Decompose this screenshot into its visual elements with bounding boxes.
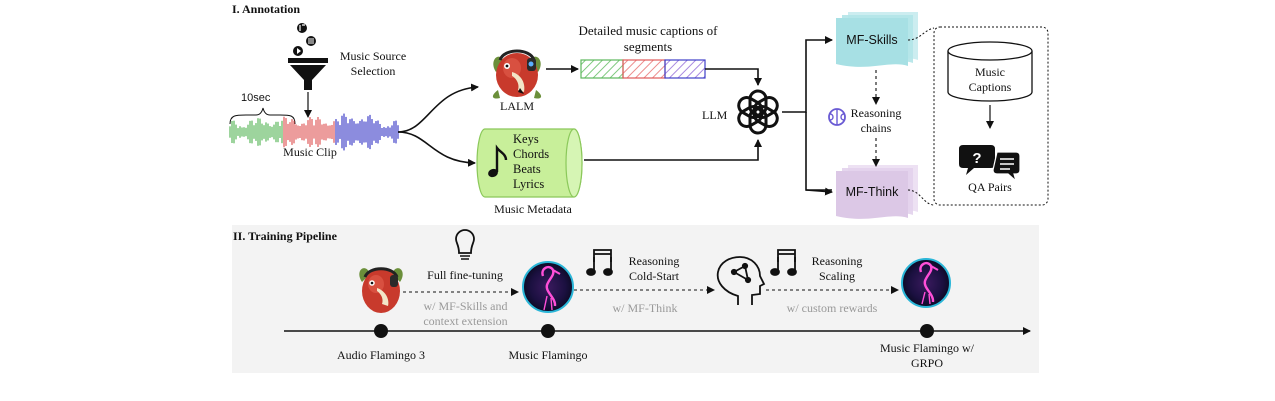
caption-segment-green [580,59,624,79]
db-label-line2: Captions [968,80,1012,94]
metadata-item-keys: Keys [513,132,539,146]
lightbulb-icon [455,229,475,260]
metadata-item-beats: Beats [513,162,541,176]
music-note-icon [488,144,508,178]
music-source-icons [293,23,316,56]
mf-skills-stack [836,12,918,67]
duration-brace [229,107,296,125]
milestone-dot-2 [541,324,555,338]
stage1-sub-line1: w/ MF-Skills and [423,299,508,313]
metadata-cylinder [476,128,583,198]
section-annotation-title: I. Annotation [232,2,301,16]
clip-duration-label: 10sec [241,92,271,104]
mf-think-label: MF-Think [845,185,899,199]
stage2-title-line1: Reasoning [628,254,680,268]
music-notes-icon-2 [770,249,797,276]
qa-pairs-label: QA Pairs [968,180,1012,194]
metadata-item-lyrics: Lyrics [513,177,545,191]
ai-head-icon [716,256,766,305]
stage2-sub: w/ MF-Think [612,301,678,315]
music-notes-icon-1 [586,249,613,276]
waveform [229,113,399,151]
funnel-icon [288,58,328,90]
stage3-title-line1: Reasoning [811,254,863,268]
audio-flamingo-3-mascot [359,267,403,313]
captions-label-line2: segments [623,39,673,54]
caption-segment-red [622,59,666,79]
database-icon [947,41,1033,102]
caption-segment-purple [664,59,706,79]
llm-icon [737,89,779,135]
stage1-title: Full fine-tuning [427,268,503,282]
section-training-title: II. Training Pipeline [233,229,337,243]
stage1-sub-line2: context extension [423,314,508,328]
qa-generation-box [933,26,1049,206]
lalm-label: LALM [500,99,534,113]
music-source-label-line1: Music Source [339,49,407,63]
milestone2-label: Music Flamingo [508,348,588,362]
reasoning-chains-line2: chains [860,121,892,135]
stage2-title-line2: Cold-Start [629,269,679,283]
stage3-sub: w/ custom rewards [786,301,878,315]
lalm-mascot [492,49,542,99]
brain-icon [828,108,846,126]
music-clip-label: Music Clip [283,145,337,159]
reasoning-chains-line1: Reasoning [850,106,902,120]
stage3-title-line2: Scaling [819,269,855,283]
mf-skills-label: MF-Skills [846,33,898,47]
music-source-label-line2: Selection [350,64,396,78]
milestone3-label-line2: GRPO [910,356,943,370]
milestone1-label: Audio Flamingo 3 [336,348,425,362]
metadata-item-chords: Chords [513,147,550,161]
llm-label: LLM [702,108,728,122]
mf-think-stack [836,165,918,219]
music-metadata-label: Music Metadata [494,202,572,216]
music-flamingo-image-1 [522,261,574,313]
svg-text:?: ? [972,150,981,167]
milestone3-label-line1: Music Flamingo w/ [879,341,974,355]
db-label-line1: Music [975,65,1005,79]
captions-label-line1: Detailed music captions of [578,23,718,38]
music-flamingo-image-2 [901,258,951,308]
milestone-dot-3 [920,324,934,338]
qa-chat-icon: ? [959,145,1021,183]
milestone-dot-1 [374,324,388,338]
